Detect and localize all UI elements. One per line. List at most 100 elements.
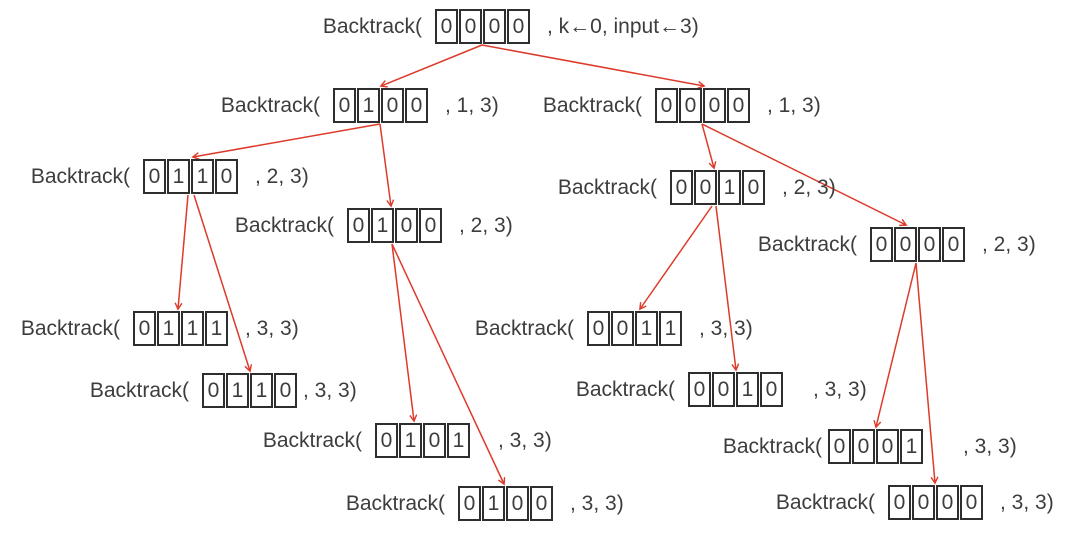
tree-node-0100-k2: Backtrack( 0 1 0 0 , 2, 3) — [235, 208, 513, 244]
node-args-label: , 3, 3) — [1000, 491, 1054, 514]
node-args-label: , 3, 3) — [570, 492, 624, 515]
node-args-label: , 2, 3) — [459, 214, 513, 237]
bit-cell: 0 — [760, 372, 783, 407]
bit-cell: 0 — [828, 429, 851, 464]
node-call-label: Backtrack( — [20, 317, 120, 340]
tree-node-0100-k3: Backtrack( 0 1 0 0 , 3, 3) — [346, 486, 624, 522]
tree-edge-n0110k2-to-n0111k3 — [178, 194, 189, 309]
bitstring-box: 0 1 1 0 — [202, 373, 297, 409]
node-call-label: Backtrack( — [722, 435, 822, 458]
bit-cell: 0 — [506, 486, 529, 521]
tree-node-root: Backtrack( 0 0 0 0 , k←0, input←3) — [323, 9, 699, 45]
bit-cell: 1 — [205, 311, 228, 346]
tree-edge-n0010k2-to-n0010k3 — [715, 205, 736, 370]
bit-cell: 0 — [670, 170, 693, 205]
node-args-label: , 2, 3) — [982, 233, 1036, 256]
node-args-label: , 1, 3) — [445, 94, 499, 117]
node-call-label: Backtrack( — [775, 491, 875, 514]
bit-cell: 1 — [736, 372, 759, 407]
bitstring-box: 0 1 0 0 — [347, 208, 442, 244]
bit-cell: 0 — [419, 208, 442, 243]
bit-cell: 1 — [226, 373, 249, 408]
bit-cell: 0 — [405, 88, 428, 123]
node-call-label: Backtrack( — [542, 94, 642, 117]
bit-cell: 0 — [703, 88, 726, 123]
bit-cell: 1 — [482, 486, 505, 521]
bit-cell: 0 — [587, 311, 610, 346]
bit-cell: 0 — [423, 423, 446, 458]
bit-cell: 0 — [936, 485, 959, 520]
node-call-label: Backtrack( — [474, 317, 574, 340]
bit-cell: 0 — [459, 9, 482, 44]
bit-cell: 0 — [960, 485, 983, 520]
tree-edge-n0000k1-to-n0010k2 — [701, 123, 714, 168]
node-args-label: , 3, 3) — [813, 378, 867, 401]
node-call-label: Backtrack( — [557, 176, 657, 199]
tree-edge-n0000k2-to-n0001k3 — [876, 262, 917, 427]
bitstring-box: 0 0 1 1 — [587, 311, 682, 347]
bit-cell: 0 — [688, 372, 711, 407]
bit-cell: 0 — [894, 227, 917, 262]
bit-cell: 0 — [202, 373, 225, 408]
bit-cell: 0 — [742, 170, 765, 205]
tree-edge-root-to-n0100k1 — [381, 44, 483, 86]
bit-cell: 0 — [381, 88, 404, 123]
bitstring-box: 0 0 1 0 — [670, 170, 765, 206]
bit-cell: 0 — [458, 486, 481, 521]
node-call-label: Backtrack( — [30, 165, 130, 188]
bitstring-box: 0 1 0 0 — [458, 486, 553, 522]
bit-cell: 1 — [167, 159, 190, 194]
bit-cell: 0 — [942, 227, 965, 262]
node-args-label: , 2, 3) — [255, 165, 309, 188]
bit-cell: 0 — [694, 170, 717, 205]
bit-cell: 0 — [655, 88, 678, 123]
bit-cell: 1 — [900, 429, 923, 464]
bit-cell: 0 — [912, 485, 935, 520]
tree-edge-n0100k2-to-n0101k3 — [391, 243, 414, 421]
tree-edge-n0100k1-to-n0100k2 — [379, 123, 391, 206]
tree-node-0000-k3: Backtrack( 0 0 0 0 , 3, 3) — [776, 485, 1054, 521]
tree-node-0100-k1: Backtrack( 0 1 0 0 , 1, 3) — [221, 88, 499, 124]
bit-cell: 1 — [447, 423, 470, 458]
bitstring-box: 0 0 0 0 — [655, 88, 750, 124]
bit-cell: 0 — [274, 373, 297, 408]
bit-cell: 0 — [888, 485, 911, 520]
bit-cell: 1 — [250, 373, 273, 408]
node-args-label: , 3, 3) — [303, 379, 357, 402]
bitstring-box: 0 0 1 0 — [688, 372, 783, 408]
node-call-label: Backtrack( — [234, 214, 334, 237]
bit-cell: 0 — [852, 429, 875, 464]
tree-node-0010-k3: Backtrack( 0 0 1 0 , 3, 3) — [576, 372, 867, 408]
tree-node-0010-k2: Backtrack( 0 0 1 0 , 2, 3) — [558, 170, 836, 206]
node-args-label: , 1, 3) — [767, 94, 821, 117]
bit-cell: 0 — [435, 9, 458, 44]
bitstring-box: 0 1 1 0 — [143, 159, 238, 195]
bit-cell: 1 — [181, 311, 204, 346]
bit-cell: 0 — [679, 88, 702, 123]
bit-cell: 1 — [659, 311, 682, 346]
tree-edge-n0010k2-to-n0011k3 — [640, 205, 713, 309]
tree-node-0000-k1: Backtrack( 0 0 0 0 , 1, 3) — [543, 88, 821, 124]
bitstring-box: 0 0 0 0 — [888, 485, 983, 521]
bitstring-box: 0 0 0 0 — [870, 227, 965, 263]
node-call-label: Backtrack( — [89, 379, 189, 402]
node-call-label: Backtrack( — [575, 378, 675, 401]
tree-node-0111-k3: Backtrack( 0 1 1 1 , 3, 3) — [21, 311, 299, 347]
node-args-label: , 3, 3) — [245, 317, 299, 340]
node-args-label: , 3, 3) — [699, 317, 753, 340]
bitstring-box: 0 1 0 0 — [333, 88, 428, 124]
bit-cell: 0 — [333, 88, 356, 123]
bitstring-box: 0 1 0 1 — [375, 423, 470, 459]
bit-cell: 1 — [157, 311, 180, 346]
bit-cell: 0 — [375, 423, 398, 458]
tree-node-0001-k3: Backtrack( 0 0 0 1 , 3, 3) — [723, 429, 1017, 465]
node-call-label: Backtrack( — [345, 492, 445, 515]
bit-cell: 0 — [215, 159, 238, 194]
bit-cell: 0 — [611, 311, 634, 346]
tree-node-0110-k2: Backtrack( 0 1 1 0 , 2, 3) — [31, 159, 309, 195]
bit-cell: 1 — [399, 423, 422, 458]
bitstring-box: 0 1 1 1 — [133, 311, 228, 347]
bit-cell: 0 — [507, 9, 530, 44]
bit-cell: 1 — [635, 311, 658, 346]
